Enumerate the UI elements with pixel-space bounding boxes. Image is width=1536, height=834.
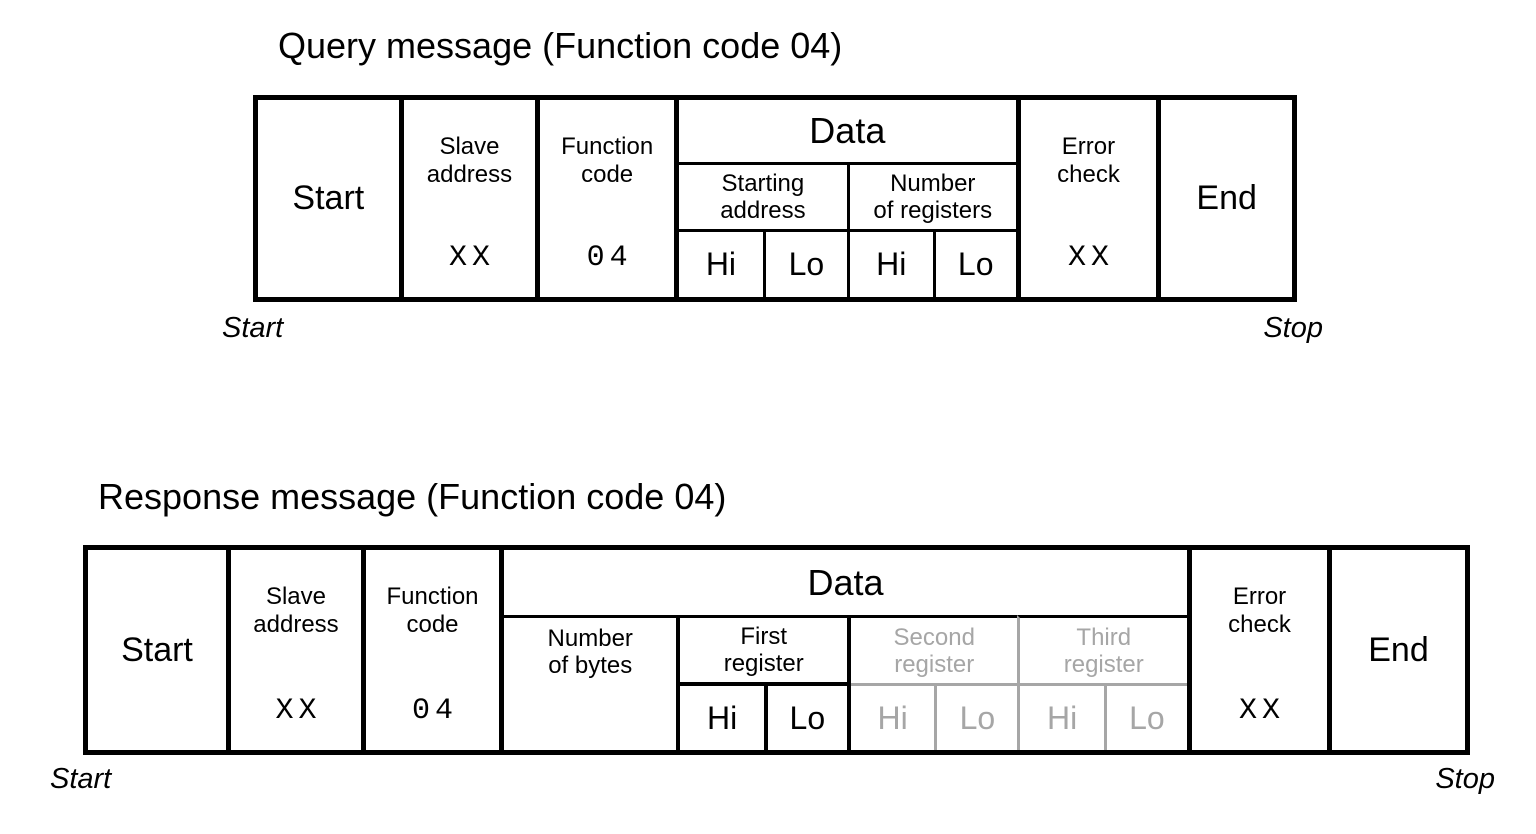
error-check-label: Error check: [1057, 133, 1120, 188]
response-group-second-register: Second register Hi Lo: [846, 615, 1018, 750]
query-data-header: Data: [678, 100, 1016, 165]
response-cell-data: Data Number of bytes First register Hi L…: [499, 550, 1188, 750]
query-cell-function-code: Function code 04: [535, 100, 674, 297]
slave-address-value: XX: [275, 694, 322, 728]
query-group-number-of-registers: Number of registers Hi Lo: [846, 165, 1016, 297]
first-register-hi: Hi: [706, 699, 738, 736]
response-stop-marker: Stop: [1435, 763, 1495, 795]
query-cell-start: Start: [258, 100, 399, 297]
response-title: Response message (Function code 04): [98, 476, 727, 517]
query-group-starting-address: Starting address Hi Lo: [678, 165, 847, 297]
response-end-text: End: [1368, 630, 1429, 669]
response-group-first-register: First register Hi Lo: [676, 615, 847, 750]
query-start-marker: Start: [222, 312, 284, 344]
response-start-marker: Start: [50, 763, 112, 795]
response-cell-end: End: [1327, 550, 1465, 750]
starting-address-lo: Lo: [762, 232, 847, 297]
function-code-value: 04: [412, 694, 459, 728]
function-code-value: 04: [586, 241, 633, 275]
slave-address-label: Slave address: [253, 583, 339, 638]
slave-address-value: XX: [448, 241, 495, 275]
query-cell-slave-address: Slave address XX: [398, 100, 536, 297]
function-code-label: Function code: [561, 133, 654, 188]
response-cell-function-code: Function code 04: [361, 550, 499, 750]
response-frame: Start Slave address XX Function code 04 …: [83, 545, 1470, 755]
query-cell-data: Data Starting address Hi Lo Number of re…: [673, 100, 1016, 297]
third-register-hi: Hi: [1047, 699, 1078, 736]
second-register-label: Second register: [850, 618, 1018, 686]
response-cell-slave-address: Slave address XX: [225, 550, 361, 750]
response-cell-error-check: Error check XX: [1187, 550, 1327, 750]
number-of-registers-hi: Hi: [876, 246, 907, 282]
query-start-text: Start: [292, 179, 365, 217]
response-data-header: Data: [807, 561, 884, 603]
number-of-registers-label: Number of registers: [849, 165, 1016, 232]
starting-address-hi: Hi: [705, 246, 737, 282]
number-of-bytes-label: Number of bytes: [547, 625, 633, 679]
query-stop-marker: Stop: [1263, 312, 1323, 344]
query-end-text: End: [1196, 179, 1257, 217]
error-check-value: XX: [1239, 694, 1286, 728]
query-cell-end: End: [1156, 100, 1292, 297]
second-register-lo: Lo: [934, 686, 1017, 750]
first-register-label: First register: [680, 618, 847, 686]
response-group-number-of-bytes: Number of bytes: [504, 615, 677, 750]
query-frame: Start Slave address XX Function code 04 …: [253, 95, 1297, 302]
function-code-label: Function code: [386, 583, 479, 638]
response-cell-start: Start: [88, 550, 226, 750]
error-check-label: Error check: [1228, 583, 1291, 638]
second-register-hi: Hi: [877, 699, 908, 736]
query-title: Query message (Function code 04): [278, 25, 843, 66]
response-group-third-register: Third register Hi Lo: [1017, 615, 1188, 750]
response-start-text: Start: [121, 630, 193, 669]
first-register-lo: Lo: [763, 686, 847, 750]
third-register-lo: Lo: [1103, 686, 1187, 750]
error-check-value: XX: [1067, 241, 1114, 275]
starting-address-label: Starting address: [678, 165, 847, 232]
number-of-registers-lo: Lo: [932, 232, 1016, 297]
query-cell-error-check: Error check XX: [1015, 100, 1157, 297]
third-register-label: Third register: [1020, 618, 1188, 686]
slave-address-label: Slave address: [426, 133, 513, 188]
